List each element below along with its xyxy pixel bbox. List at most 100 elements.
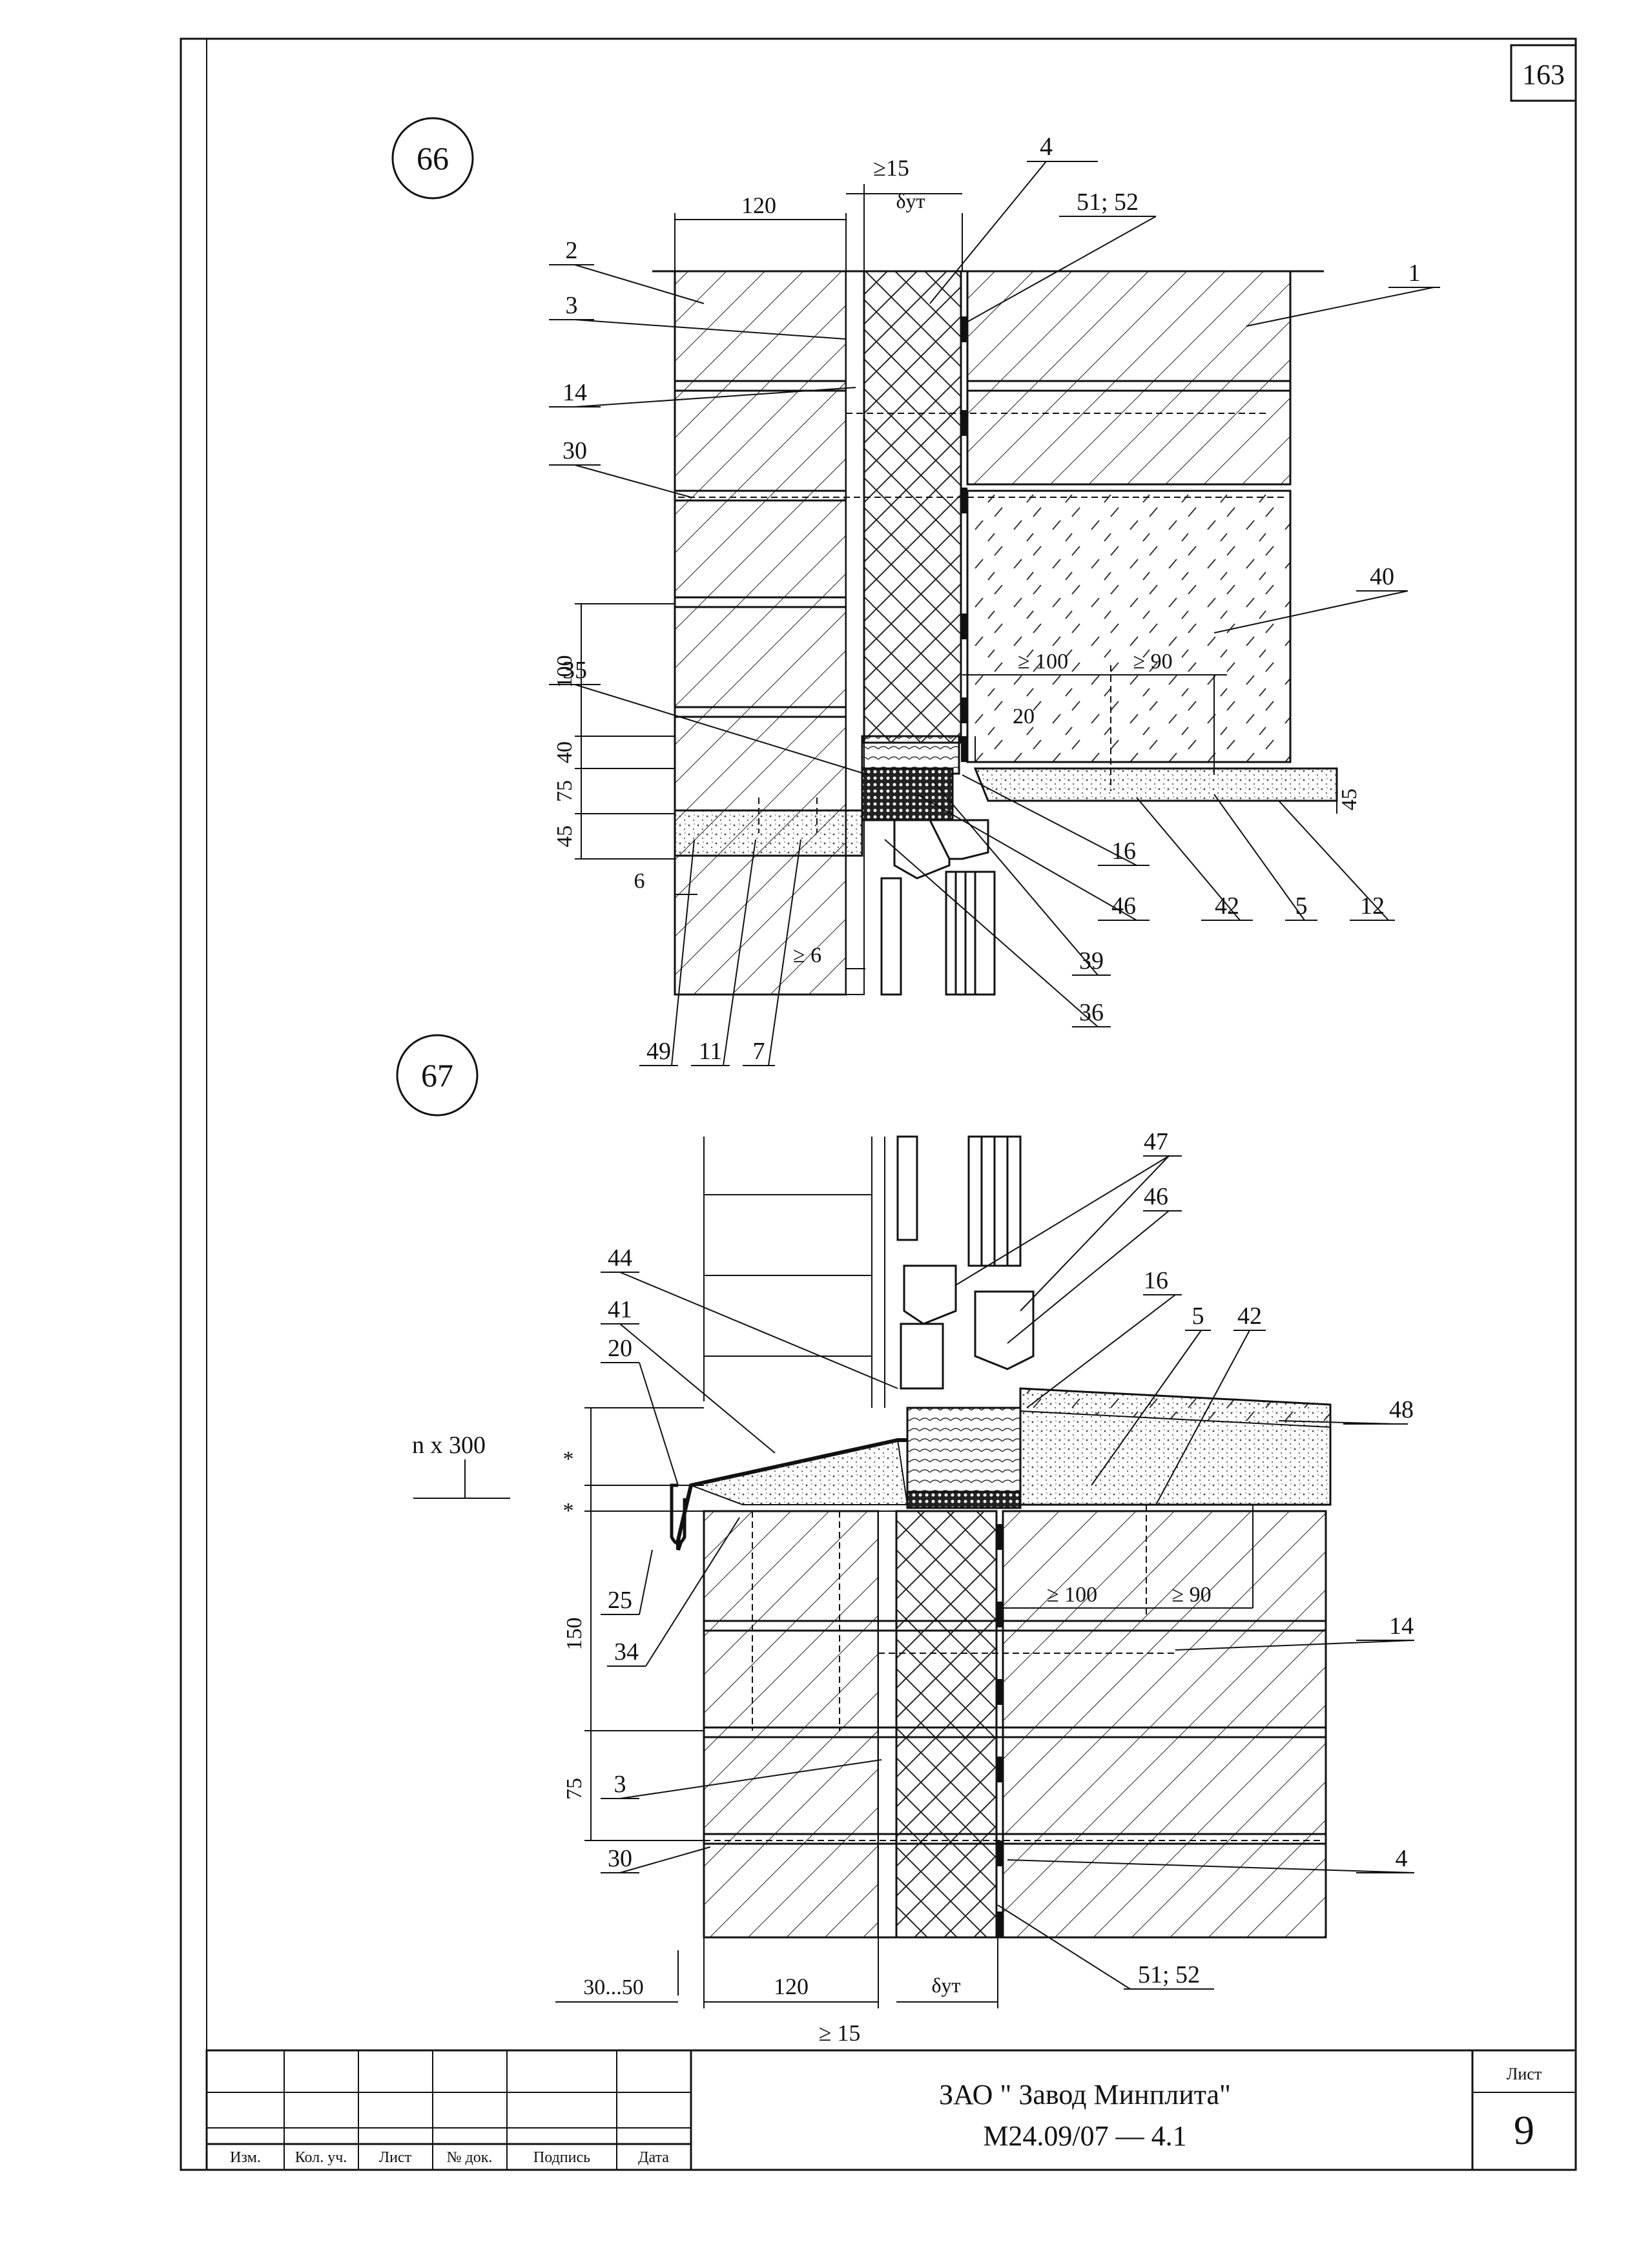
callout-66-40: 40 [1370, 563, 1394, 590]
callout-66-3: 3 [566, 292, 578, 319]
callout-67-46: 46 [1144, 1183, 1168, 1210]
dim-45r: 45 [1337, 789, 1361, 810]
dim-90: ≥ 90 [1133, 650, 1172, 674]
detail-67-marker [396, 1034, 479, 1117]
stamp-col-izm: Изм. [230, 2149, 261, 2166]
callout-67-34: 34 [614, 1638, 639, 1665]
dim-6: 6 [634, 869, 645, 893]
dim-45: 45 [553, 825, 577, 847]
sill-filler [688, 1439, 909, 1505]
dim-15: ≥15 [873, 155, 909, 181]
window-frame-67 [896, 1135, 1035, 1509]
lightweight-block [966, 490, 1292, 763]
insulation-layer [863, 270, 962, 744]
vapor-barrier-67 [996, 1524, 1003, 1937]
doc-code: М24.09/07 — 4.1 [983, 2120, 1186, 2152]
mortar-joints-outer [675, 380, 846, 718]
callout-66-35: 35 [562, 657, 587, 684]
outer-brick-wall-67 [703, 1510, 880, 1939]
anchors-67 [704, 1505, 1324, 1841]
callout-66-4: 4 [1040, 132, 1053, 161]
callout-66-2: 2 [566, 237, 578, 264]
inner-brick-wall-67 [1002, 1510, 1327, 1939]
mortar-joints-67 [704, 1620, 1326, 1845]
dim-6b: ≥ 6 [793, 943, 821, 967]
stamp-col-list: Лист [379, 2149, 412, 2166]
callout-66-12: 12 [1360, 892, 1385, 920]
callout-66-51: 51; 52 [1077, 189, 1139, 216]
callout-66-1: 1 [1408, 260, 1421, 287]
dim-star2: * [563, 1499, 574, 1523]
sill-plaster [973, 767, 1338, 802]
leader-lines-67 [619, 1155, 1415, 1990]
org-name: ЗАО " Завод Минплита" [939, 2079, 1231, 2110]
callout-66-36: 36 [1079, 999, 1104, 1026]
vapor-barrier [961, 316, 967, 762]
interior-sill-top [1020, 1387, 1331, 1428]
callout-underlines-67 [601, 1155, 1414, 1990]
callout-66-46: 46 [1111, 892, 1136, 920]
stamp-col-kol: Кол. уч. [295, 2149, 347, 2166]
detail-66-marker [391, 117, 474, 200]
callout-66-14: 14 [562, 379, 587, 406]
dim-100-67: ≥ 100 [1047, 1583, 1097, 1607]
sheet-label: Лист [1507, 2065, 1542, 2083]
detail-66-id: 66 [417, 140, 449, 176]
callout-67-25: 25 [608, 1587, 632, 1614]
dim-delta-67: δут [931, 1974, 960, 1997]
sheet-number: 9 [1514, 2107, 1534, 2153]
dim-120-67: 120 [774, 1974, 809, 1999]
detail-67-id: 67 [421, 1057, 453, 1093]
dim-100: 100 [553, 655, 577, 688]
dim-delta: δут [896, 189, 925, 212]
dim-40: 40 [553, 741, 577, 763]
anchors-66 [678, 413, 1285, 833]
callout-67-16: 16 [1144, 1267, 1168, 1294]
insulation-67 [895, 1510, 998, 1939]
callout-67-20: 20 [608, 1335, 632, 1362]
detail-67: 67 [396, 1034, 1415, 2046]
callout-underlines-66 [549, 161, 1440, 1066]
dim-star1: * [563, 1447, 574, 1471]
stamp-grid [207, 2050, 1576, 2170]
callout-66-39: 39 [1079, 947, 1104, 974]
dim-120: 120 [741, 192, 776, 218]
callout-67-41: 41 [608, 1296, 632, 1323]
callout-67-51: 51; 52 [1138, 1961, 1200, 1988]
callout-67-48: 48 [1389, 1396, 1414, 1423]
stamp-col-sign: Подпись [533, 2149, 590, 2166]
stamp-col-doc: № док. [447, 2149, 493, 2166]
dim-100b: ≥ 100 [1018, 650, 1068, 674]
callout-66-30: 30 [562, 437, 587, 464]
dimension-lines-67 [413, 1407, 1253, 2008]
detail-66: 66 [391, 117, 1440, 1066]
dim-90-67: ≥ 90 [1171, 1583, 1211, 1607]
inner-brick-wall [966, 270, 1292, 486]
callout-67-5: 5 [1192, 1303, 1204, 1330]
dim-nx300: n x 300 [412, 1432, 486, 1459]
air-gap [845, 271, 865, 995]
callout-66-11: 11 [699, 1038, 723, 1065]
outer-brick-wall [674, 270, 847, 996]
callout-66-16: 16 [1111, 838, 1136, 865]
dim-20: 20 [1013, 705, 1035, 728]
callout-67-30: 30 [608, 1845, 632, 1872]
drip-edge [670, 1483, 686, 1545]
dim-150: 150 [562, 1618, 586, 1651]
title-block: Изм. Кол. уч. Лист № док. Подпись Дата З… [205, 2049, 1577, 2171]
callout-67-44: 44 [608, 1244, 632, 1272]
air-gap-67 [878, 1510, 897, 1938]
window-frame-66 [861, 735, 996, 996]
stamp-col-date: Дата [638, 2149, 669, 2166]
dim-75: 75 [553, 780, 577, 802]
callout-67-42: 42 [1237, 1303, 1262, 1330]
callout-67-4: 4 [1396, 1845, 1408, 1872]
dim-3050: 30...50 [583, 1975, 644, 1999]
callout-66-49: 49 [646, 1038, 671, 1065]
page-number: 163 [1522, 59, 1565, 90]
callout-66-5: 5 [1295, 892, 1308, 920]
callout-67-47: 47 [1144, 1128, 1168, 1155]
page-number-box: 163 [1510, 44, 1577, 102]
callout-67-3: 3 [614, 1771, 626, 1798]
callout-66-7: 7 [753, 1038, 765, 1065]
